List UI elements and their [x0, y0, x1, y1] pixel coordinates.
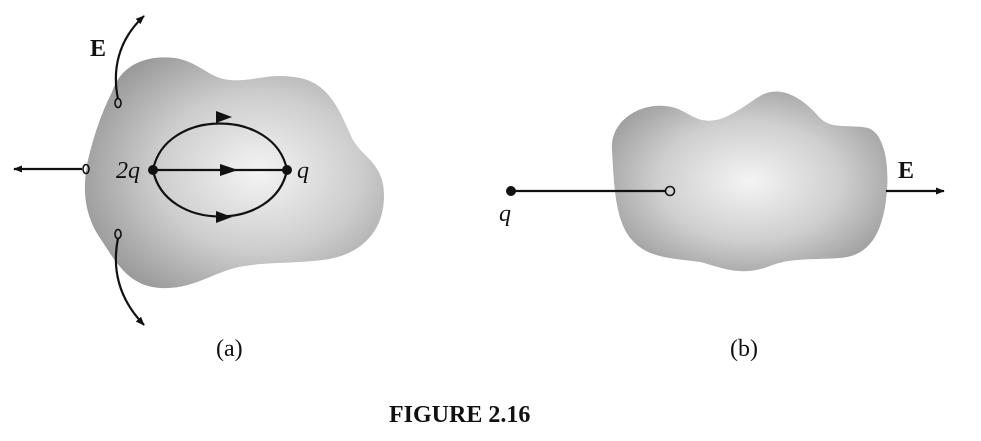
charge-q-label: q: [297, 158, 309, 184]
panel-a-label: (a): [216, 336, 243, 362]
arrow-icon: [216, 211, 232, 223]
arrow-icon: [216, 111, 232, 123]
charge-2q-label: 2q: [116, 158, 140, 184]
field-label-e-b: E: [898, 158, 914, 184]
charge-q-outside-dot: [506, 186, 516, 196]
arrow-icon: [220, 164, 238, 176]
field-label-e-a: E: [90, 36, 106, 62]
charge-q-dot: [282, 165, 292, 175]
surface-point-left: [82, 163, 90, 175]
conductor-a: [84, 57, 384, 289]
charge-q-outside-label: q: [499, 201, 511, 227]
field-line-top: [151, 122, 289, 171]
panel-b-label: (b): [730, 336, 758, 362]
panel-a: 2q q E (a): [13, 15, 384, 362]
conductor-b: [611, 91, 888, 272]
panel-b: q E (b): [499, 91, 945, 362]
external-field-line-top: [114, 15, 145, 100]
surface-point-b: [664, 185, 676, 197]
figure-caption: FIGURE 2.16: [389, 402, 530, 428]
charge-2q-dot: [148, 165, 158, 175]
external-field-line-bottom: [114, 237, 145, 326]
